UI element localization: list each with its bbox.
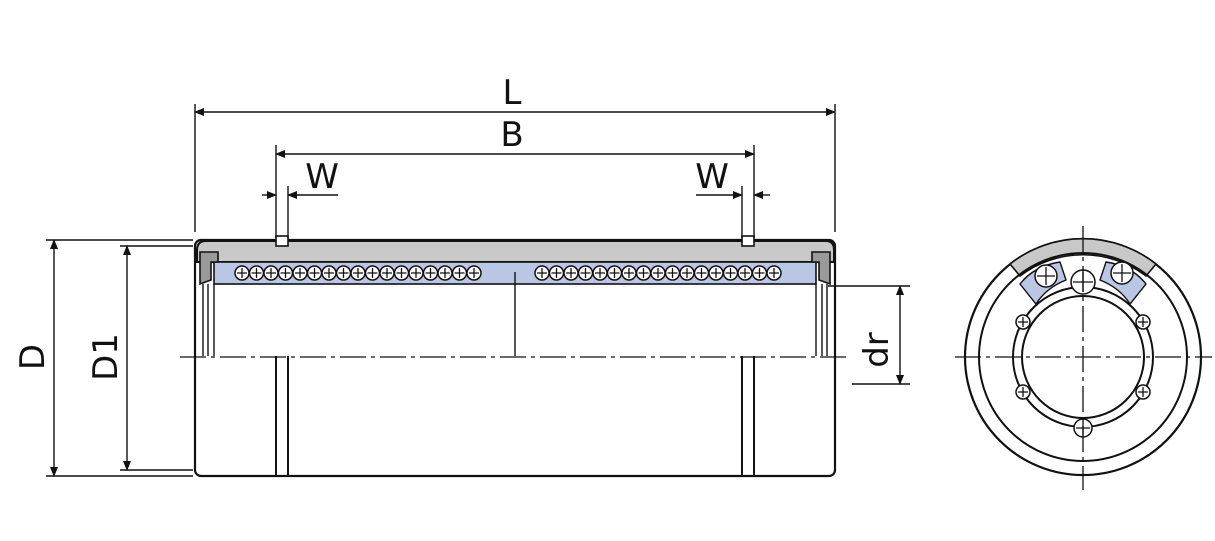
ball-cross (425, 268, 436, 278)
end-ball-cross (1113, 264, 1131, 282)
ball-cross (653, 268, 663, 278)
housing-top-section (196, 240, 835, 263)
ball-cross (353, 268, 363, 278)
end-seal-left (199, 251, 219, 286)
label-D: D (13, 344, 53, 370)
end-seal-right (811, 251, 831, 286)
ball-cross (396, 268, 407, 278)
ball-cross (696, 268, 707, 278)
end-ball-cross (1018, 317, 1028, 327)
ball-cross (309, 268, 320, 278)
ball-cross (237, 268, 247, 278)
ball-cross (280, 268, 291, 278)
dimension-D: D (13, 239, 193, 477)
end-view-balls (1015, 261, 1151, 438)
ball-cross (725, 268, 736, 278)
ball-cross (711, 268, 721, 278)
dimension-D1: D1 (86, 245, 193, 471)
ball-row-left (234, 265, 482, 281)
end-ball-cross (1138, 317, 1148, 327)
dimension-dr: dr (828, 285, 910, 385)
ball-cross (551, 268, 562, 278)
ball-cross (769, 268, 779, 278)
dimension-W-left: W (262, 157, 339, 238)
ball-cross (580, 268, 591, 278)
ball-cross (667, 268, 678, 278)
dimension-W-right: W (695, 157, 770, 238)
label-B: B (500, 115, 523, 155)
end-ball-cross (1138, 387, 1148, 397)
end-ball-cross (1037, 267, 1055, 285)
ball-cross (624, 268, 634, 278)
ball-cross (609, 268, 620, 278)
ball-cross (537, 268, 547, 278)
groove-left (275, 235, 289, 247)
ball-cross (454, 268, 465, 278)
housing-cap (1008, 237, 1158, 278)
end-view (955, 226, 1212, 490)
ball-cross (411, 268, 421, 278)
label-dr: dr (857, 332, 897, 368)
ball-cross (740, 268, 750, 278)
ball-cross (440, 268, 450, 278)
ball-cross (754, 268, 765, 278)
side-view (180, 235, 850, 478)
label-D1: D1 (86, 333, 126, 381)
label-W-left: W (305, 157, 339, 197)
ball-cross (682, 268, 692, 278)
ball-cross (382, 268, 392, 278)
label-L: L (503, 73, 522, 113)
ball-cross (595, 268, 605, 278)
groove-right (741, 235, 755, 247)
ball-row-right (534, 265, 782, 281)
ball-cross (566, 268, 576, 278)
ball-cross (266, 268, 276, 278)
ball-cross (367, 268, 378, 278)
end-ball-cross (1018, 387, 1028, 397)
ball-cross (295, 268, 305, 278)
ball-cross (324, 268, 334, 278)
dimension-L: L (194, 73, 836, 232)
dimension-B: B (275, 115, 755, 238)
ball-cross (338, 268, 349, 278)
ball-cross (638, 268, 649, 278)
label-W-right: W (695, 157, 729, 197)
ball-cross (251, 268, 262, 278)
ball-cross (469, 268, 479, 278)
